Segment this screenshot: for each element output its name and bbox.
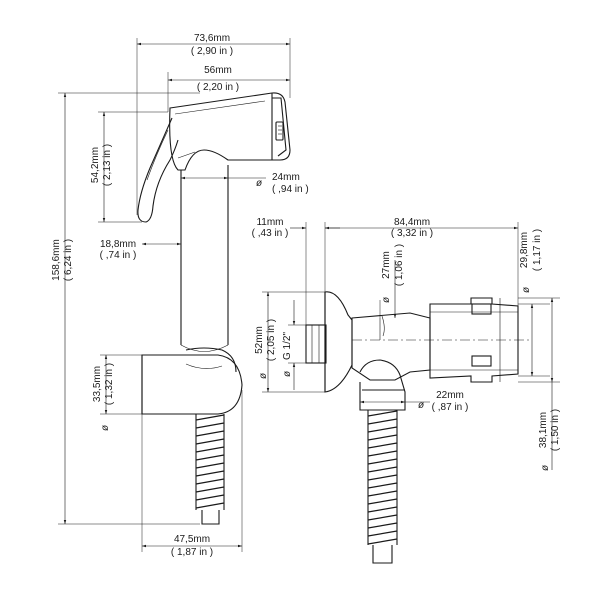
trigger-height-in: ( 2,13 in ) [102, 144, 113, 186]
holder-height-in: ( 1,32 in ) [104, 363, 115, 405]
hand-shower-drawing [137, 92, 291, 525]
dimension-labels: 73,6mm ( 2,90 in ) 56mm ( 2,20 in ) 54,2… [51, 33, 561, 558]
holder-diameter-symbol: ø [100, 425, 111, 431]
handle-diameter-mm: 24mm [272, 172, 300, 183]
flange-diameter-symbol: ø [258, 373, 269, 379]
outlet-diameter-symbol: ø [418, 400, 424, 411]
thread-diameter-symbol: ø [282, 371, 293, 377]
total-width-in: ( 2,90 in ) [191, 46, 233, 57]
valve-length-in: ( 3,32 in ) [391, 228, 433, 239]
angle-valve-drawing [305, 291, 519, 564]
head-width-in: ( 2,20 in ) [197, 82, 239, 93]
head-width-mm: 56mm [204, 65, 232, 76]
trigger-height-mm: 54,2mm [90, 147, 101, 183]
knob-outer-in: ( 1,50 in ) [550, 409, 561, 451]
total-width-mm: 73,6mm [194, 33, 230, 44]
knob-outer-symbol: ø [540, 465, 551, 471]
wall-offset-in: ( ,43 in ) [252, 228, 289, 239]
flange-diameter-in: ( 2,05 in ) [266, 319, 277, 361]
body-diameter-in: ( 1,06 in ) [394, 244, 405, 286]
knob-outer-mm: 38,1mm [538, 412, 549, 448]
outlet-diameter-mm: 22mm [436, 390, 464, 401]
holder-height-mm: 33,5mm [92, 366, 103, 402]
knob-diameter-mm: 29,8mm [519, 232, 530, 268]
knob-diameter-in: ( 1,17 in ) [532, 229, 543, 271]
thread-label: G 1/2" [282, 332, 293, 360]
outlet-diameter-in: ( ,87 in ) [432, 402, 469, 413]
valve-length-mm: 84,4mm [394, 217, 430, 228]
holder-width-mm: 47,5mm [174, 534, 210, 545]
trigger-offset-in: ( ,74 in ) [100, 250, 137, 261]
body-diameter-symbol: ø [381, 297, 392, 303]
dimension-lines [58, 38, 560, 552]
wall-offset-mm: 11mm [256, 217, 283, 228]
knob-diameter-symbol: ø [521, 287, 532, 293]
holder-width-in: ( 1,87 in ) [171, 547, 213, 558]
body-diameter-mm: 27mm [381, 251, 392, 279]
handle-diameter-symbol: ø [256, 178, 262, 189]
handle-diameter-in: ( ,94 in ) [272, 184, 309, 195]
flange-diameter-mm: 52mm [254, 326, 265, 354]
trigger-offset-mm: 18,8mm [100, 239, 136, 250]
total-height-mm: 158,6mm [51, 239, 62, 281]
total-height-in: ( 6,24 in ) [63, 239, 74, 281]
